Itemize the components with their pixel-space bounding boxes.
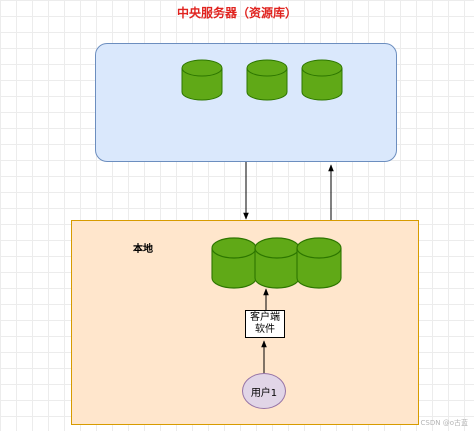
- client-line1: 客户端: [250, 312, 280, 323]
- database-icon: [254, 237, 300, 289]
- user-node: 用户1: [242, 373, 286, 409]
- client-line2: 软件: [255, 324, 275, 335]
- central-server-box: [95, 43, 397, 162]
- local-databases: [211, 237, 342, 289]
- database-icon: [296, 237, 342, 289]
- user-label: 用户1: [250, 387, 278, 399]
- server-databases: [181, 59, 343, 101]
- database-icon: [181, 59, 223, 101]
- watermark: CSDN @o古蓝: [420, 419, 468, 427]
- server-title: 中央服务器（资源库）: [176, 6, 297, 20]
- database-icon: [211, 237, 257, 289]
- database-icon: [301, 59, 343, 101]
- local-label: 本地: [133, 244, 153, 255]
- database-icon: [246, 59, 288, 101]
- client-software-box: 客户端 软件: [245, 310, 285, 338]
